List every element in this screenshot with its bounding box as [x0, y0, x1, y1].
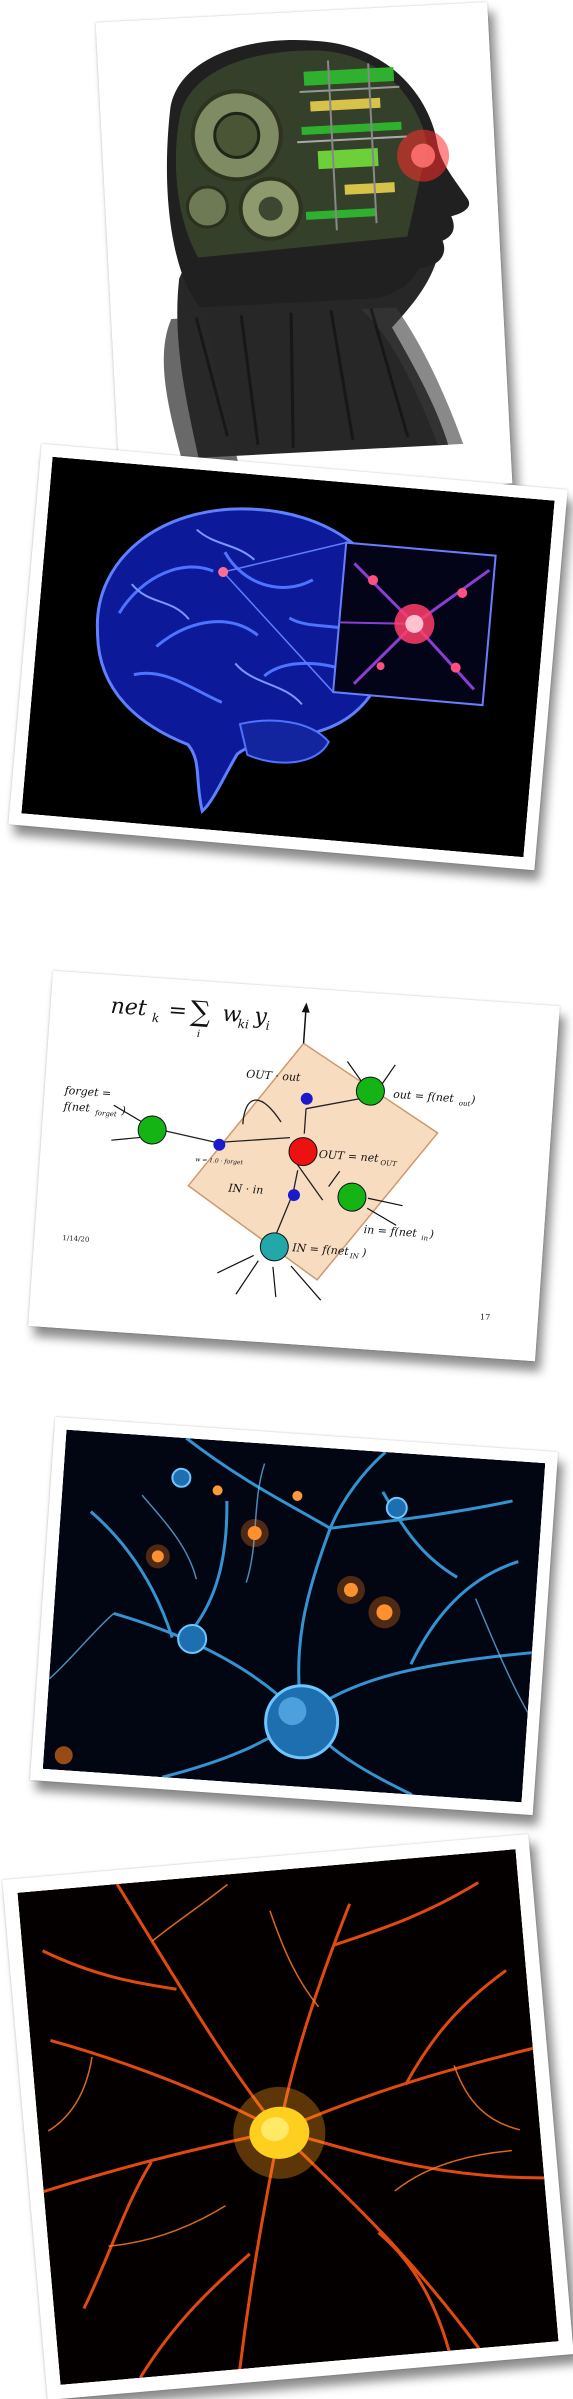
equation-rhs-sub: ki — [237, 1017, 249, 1032]
cell-label-sub: OUT — [380, 1159, 398, 1168]
glowing-brain-photo — [8, 443, 568, 871]
equation-sum-sub: i — [197, 1029, 201, 1040]
forget-label-line2: f(net — [62, 1100, 91, 1115]
equation-lhs-sub: k — [152, 1011, 160, 1025]
forget-gate-node — [137, 1115, 167, 1145]
gears — [185, 89, 303, 241]
circuit-board — [297, 60, 408, 231]
blue-neurons-illustration — [42, 1429, 546, 1803]
input-squash-node — [259, 1232, 289, 1262]
lstm-slide-photo: net k = ∑ i w ki y i — [28, 970, 560, 1362]
multiply-forget-node — [213, 1138, 226, 1151]
input-arrows — [111, 1061, 403, 1301]
synapse-glows — [54, 1485, 401, 1765]
in-gate-label: IN · in — [227, 1181, 264, 1196]
input-gate-node — [337, 1182, 367, 1212]
multiply-out-node — [300, 1092, 313, 1105]
in-label-close: ) — [428, 1228, 434, 1241]
input-label-sub: IN — [349, 1252, 360, 1261]
cell-label: OUT = net — [318, 1148, 379, 1165]
slide-date: 1/14/20 — [62, 1234, 89, 1244]
cyborg-head-photo — [95, 2, 513, 504]
brain-shape — [96, 507, 393, 814]
out-label-close: ) — [470, 1093, 476, 1106]
equation-sum: ∑ — [189, 994, 211, 1028]
equation-rhs2: y — [252, 1004, 268, 1030]
slide-page-number: 17 — [480, 1312, 491, 1322]
orange-neuron-photo — [2, 1833, 573, 2399]
forget-label-line1: forget = — [63, 1084, 111, 1100]
forget-label-sub: forget — [94, 1109, 117, 1119]
glowing-brain-illustration — [21, 456, 555, 858]
equation-rhs: w — [222, 1002, 243, 1028]
out-label: out = f(net — [393, 1088, 455, 1105]
input-label: IN = f(net — [291, 1241, 350, 1258]
in-label-sub: in — [421, 1234, 429, 1242]
out-label-sub: out — [458, 1099, 470, 1108]
forget-label-close: ) — [120, 1104, 126, 1117]
output-gate-node — [355, 1076, 385, 1106]
input-label-close: ) — [361, 1246, 367, 1259]
in-label: in = f(net — [363, 1223, 418, 1240]
cell-node — [288, 1137, 318, 1167]
blue-neurons-photo — [29, 1416, 559, 1816]
neuron-zoom — [339, 562, 491, 691]
orange-neuron-micrograph — [17, 1849, 559, 2385]
equation-lhs: net — [110, 994, 148, 1021]
out-gate-label: OUT · out — [246, 1067, 302, 1084]
equation-rhs2-sub: i — [265, 1019, 270, 1033]
cyborg-head-illustration — [95, 2, 513, 504]
multiply-in-node — [287, 1189, 300, 1202]
equation-equals: = — [168, 998, 188, 1024]
self-loop-label: w = 1.0 · forget — [195, 1156, 244, 1166]
lstm-diagram: net k = ∑ i w ki y i — [28, 970, 560, 1362]
